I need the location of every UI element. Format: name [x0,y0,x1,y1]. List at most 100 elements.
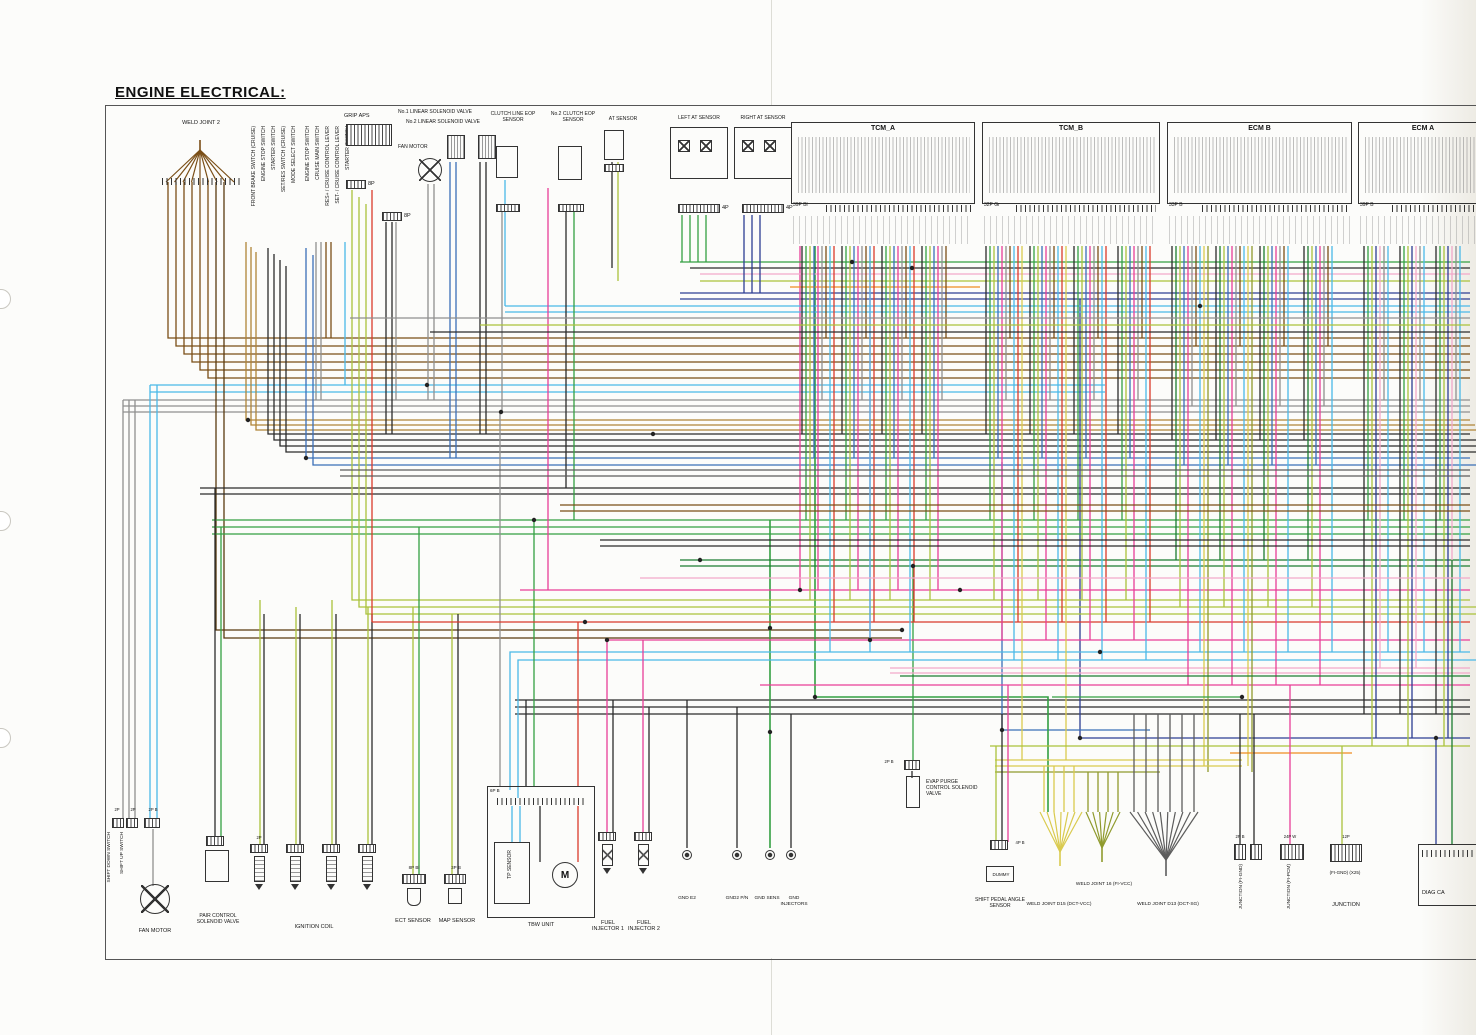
gnd2-pn-label: GND2 P/N [725,896,749,901]
map-conn-label: 3P B [451,865,461,870]
diag-connector-box [1418,844,1476,906]
connector-2p-label: 2P [114,807,120,812]
sensor-element-icon [678,140,690,152]
fan-motor-icon [418,158,442,182]
dummy-box: DUMMY [986,866,1014,882]
gnd-injectors-label: GND INJECTORS [780,896,808,907]
ecm-a-title: ECM A [1411,125,1435,132]
fuel-injector-2-label: FUEL INJECTOR 2 [628,920,660,933]
ground-terminal-icon [786,850,796,860]
left-at-sensor-box [670,127,728,179]
shift-pedal-label: SHIFT PEDAL ANGLE SENSOR [974,897,1026,909]
ecm-a-pin-row [1392,205,1476,212]
grip-aps-label: GRIP APS [344,113,370,119]
junction-connector [1250,844,1262,860]
tcm-b-pin-text [989,137,1155,193]
tcm-b-title: TCM_B [1058,125,1084,132]
switch-label: MODE SELECT SWITCH [291,126,297,183]
connector-8p [346,180,366,189]
injector-nozzle-icon [639,868,647,874]
no2-clutch-eop-label: No.2 CLUTCH EOP SENSOR [550,111,596,123]
right-at-connector [742,204,784,213]
connector-2pb-label: 2P B [884,759,894,764]
shift-up-connector [126,818,138,828]
spark-arrow-icon [255,884,263,890]
tcm-b-pin-row [1016,205,1156,212]
diag-label: DIAG CA [1422,890,1445,896]
switch-label: FRONT BRAKE SWITCH (CRUISE) [251,126,257,207]
left-at-sensor-label: LEFT AT SENSOR [678,115,720,121]
dummy-label: DUMMY [992,872,1010,877]
weld-joint-2-pin-row [162,178,240,185]
tbw-unit-box [487,786,595,918]
connector-2p-label: 2P [130,807,136,812]
switch-label: SET- / CRUISE CONTROL LEVER [335,126,341,204]
fan-motor-bottom-label: FAN MOTOR [138,928,172,934]
gnd-e2-label: GND E2 [678,896,696,901]
ecm-b-conn-label: 33P B [1169,202,1183,208]
clutch-line-eop-sensor-symbol [496,146,518,178]
junction-connector [1234,844,1246,860]
connector-12p-label: 12P [1342,834,1350,839]
connector-4p-label: 4P [786,205,793,211]
switch-label: STARTER SWITCH [271,126,277,170]
ignition-coil-4-connector [358,844,376,853]
ignition-coil-1-connector [250,844,268,853]
map-sensor-symbol [448,888,462,904]
tcm-a-title: TCM_A [870,125,896,132]
ecm-a-conn-label: 39P B [1360,202,1374,208]
ignition-coil-label: IGNITION COIL [294,924,334,930]
connector-4pb-label: 4P B [1015,840,1025,845]
ground-terminal-icon [682,850,692,860]
no2-clutch-eop-sensor-symbol [558,146,582,180]
no1-solenoid-label: No.1 LINEAR SOLENOID VALVE [398,109,473,115]
no2-solenoid-label: No.2 LINEAR SOLENOID VALVE [406,119,481,125]
injector-1-symbol [602,844,613,866]
gnd-sens-label: GND SENS [754,896,780,901]
switch-label: RES+ / CRUISE CONTROL LEVER [325,126,331,206]
tcm-b-conn-label: 32P Gr [984,202,1000,208]
junction-fi-pcm-label: JUNCTION (FI-PCM) [1287,864,1292,910]
tcm-a-conn-label: 39P Bl [793,202,808,208]
tbw-pin-row [497,798,585,805]
injector-2-symbol [638,844,649,866]
pair-valve-connector [206,836,224,846]
spark-arrow-icon [363,884,371,890]
junction-connector [1330,844,1362,862]
weld-joint-16-label: WELD JOINT 16 (FI-VCC) [1075,882,1133,887]
weld-joint-d13-label: WELD JOINT D13 (DCT-SG) [1137,902,1199,907]
pair-valve-label: PAIR CONTROL SOLENOID VALVE [196,913,240,925]
right-at-sensor-label: RIGHT AT SENSOR [740,115,786,121]
connector-2p-label: 2P [256,835,262,840]
tcm-a-pin-row [826,205,972,212]
page-title: ENGINE ELECTRICAL: [115,84,286,101]
fan-motor-top-label: FAN MOTOR [398,144,428,150]
junction-x25-label: (FI-GND) (X25) [1329,870,1361,875]
ground-terminal-icon [732,850,742,860]
fan-blades-icon [141,885,169,913]
linear-solenoid-1-symbol [447,135,465,159]
ect-sensor-symbol [407,888,421,906]
map-sensor-connector [444,874,466,884]
ect-sensor-connector [402,874,426,884]
connector-2pb-label: 2P B [1235,834,1245,839]
linear-solenoid-2-symbol [478,135,496,159]
shift-up-switch-label: SHIFT UP SWITCH [120,832,125,874]
ecm-b-wire-codes [1169,216,1352,244]
switch-label: ENGINE STOP SWITCH [261,126,267,182]
diagram-border [105,105,1476,960]
shift-down-connector [112,818,124,828]
ignition-coil-2-connector [286,844,304,853]
shift-down-switch-label: SHIFT DOWN SWITCH [107,832,112,883]
switch-label: CRUISE MAIN SWITCH [315,126,321,180]
fan-motor-connector [144,818,160,828]
evap-connector [904,760,920,770]
connector-24pw-label: 24P W [1283,834,1297,839]
switch-label: ENGINE STOP SWITCH [305,126,311,182]
throttle-motor-icon: M [552,862,578,888]
left-at-connector [678,204,720,213]
no2-clutch-eop-connector [558,204,584,212]
weld-joint-d15-label: WELD JOINT D15 (DCT-VCC) [1026,902,1092,907]
hole-punch-mark [0,289,11,309]
